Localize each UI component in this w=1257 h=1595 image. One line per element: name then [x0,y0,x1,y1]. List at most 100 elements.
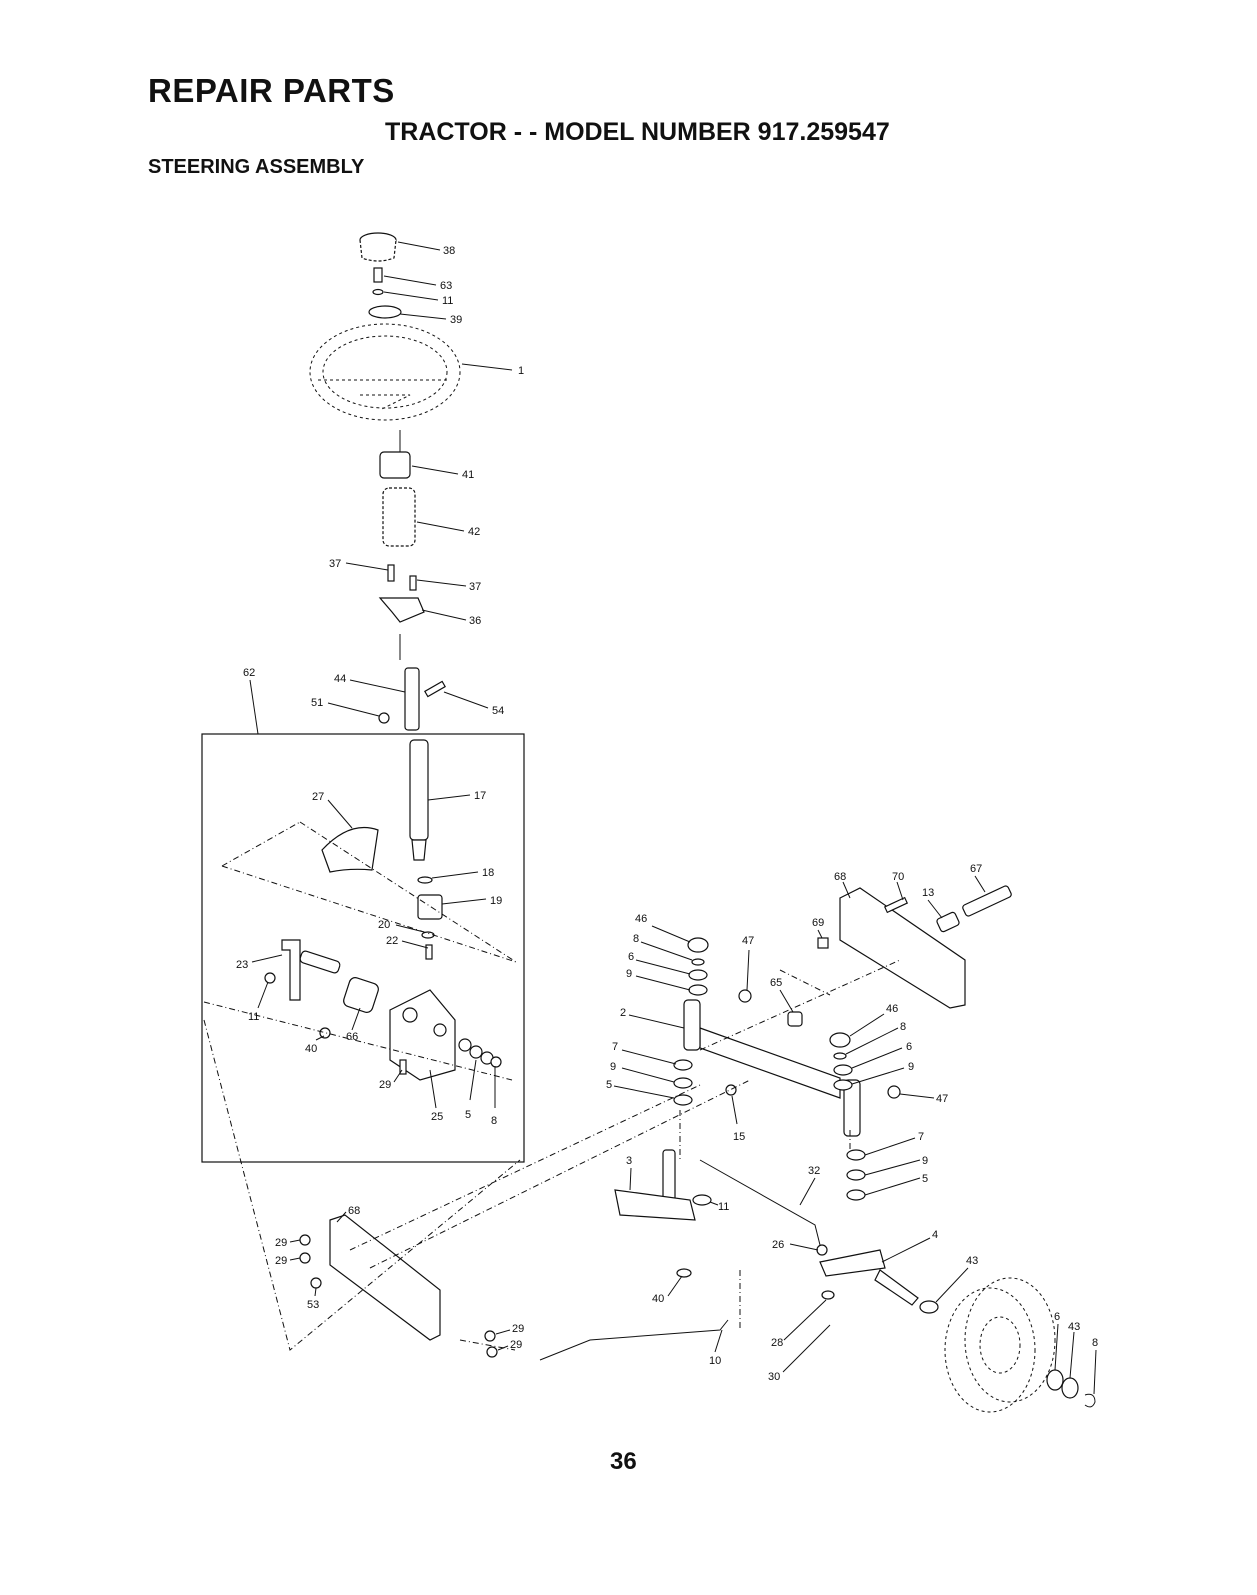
nut-47a [739,990,751,1002]
callout-3: 3 [626,1155,632,1167]
pin-69 [818,938,828,948]
nut-51 [379,713,389,723]
bolt-15 [726,1085,736,1095]
bolt-54 [425,681,445,696]
callout-43-wheel: 43 [1068,1321,1080,1333]
steering-shaft-17 [410,740,428,840]
callout-68-left: 68 [348,1205,360,1217]
bolt-70 [885,898,907,913]
bushing-66 [342,976,380,1014]
callout-9-right: 9 [908,1061,914,1073]
cap-46b [830,1033,850,1047]
callout-69: 69 [812,917,824,929]
washer-11 [373,290,383,295]
callout-29-box: 29 [379,1079,391,1091]
callout-40-box: 40 [305,1043,317,1055]
callout-10: 10 [709,1355,721,1367]
steering-cap [360,233,396,261]
screw-37b [410,576,416,590]
callout-63: 63 [440,280,452,292]
callout-7-right: 7 [918,1131,924,1143]
callout-2: 2 [620,1007,626,1019]
callout-9-left-b: 9 [610,1061,616,1073]
callout-28: 28 [771,1337,783,1349]
bracket-68 [840,888,965,1008]
bolt-63 [374,268,382,282]
callout-8-left: 8 [633,933,639,945]
callout-39: 39 [450,314,462,326]
callout-46-right: 46 [886,1003,898,1015]
callout-70: 70 [892,871,904,883]
callout-29-right-a: 29 [512,1323,524,1335]
pinion-19 [418,895,442,919]
callout-5-box: 5 [465,1109,471,1121]
nut-47b [888,1086,900,1098]
callout-11-right: 11 [718,1201,729,1213]
steering-wheel [310,324,460,420]
callout-6-left: 6 [628,951,634,963]
callout-66: 66 [346,1031,358,1043]
callout-32: 32 [808,1165,820,1177]
callout-22: 22 [386,935,398,947]
callout-8-right: 8 [900,1021,906,1033]
callout-68-right: 68 [834,871,846,883]
callout-29-left-b: 29 [275,1255,287,1267]
cap-46 [688,938,708,952]
callout-25: 25 [431,1111,443,1123]
callout-40-right: 40 [652,1293,664,1305]
callout-46-left: 46 [635,913,647,925]
callout-20: 20 [378,919,390,931]
bracket-68-left [330,1215,440,1340]
callout-8-box: 8 [491,1115,497,1127]
screw-37a [388,565,394,581]
bushing-36 [380,598,424,622]
callout-65: 65 [770,977,782,989]
callout-8-wheel: 8 [1092,1337,1098,1349]
callout-36: 36 [469,615,481,627]
callout-13: 13 [922,887,934,899]
callout-37-left: 37 [329,558,341,570]
callout-6-wheel: 6 [1054,1311,1060,1323]
callout-9-right-b: 9 [922,1155,928,1167]
callout-1: 1 [518,365,524,377]
callout-47-right: 47 [936,1093,948,1105]
callout-30: 30 [768,1371,780,1383]
callout-38: 38 [443,245,455,257]
callout-labels: 38 63 11 39 1 41 42 37 37 36 62 44 51 54… [236,242,1098,1394]
callout-4: 4 [932,1229,938,1241]
callout-15: 15 [733,1131,745,1143]
page-number: 36 [610,1448,637,1476]
callout-54: 54 [492,705,504,717]
callout-44: 44 [334,673,346,685]
callout-6-right: 6 [906,1041,912,1053]
front-axle [700,1028,840,1098]
callout-29-right-b: 29 [510,1339,522,1351]
callout-41: 41 [462,469,474,481]
bolt-67 [962,885,1012,917]
callout-26: 26 [772,1239,784,1251]
spindle-2 [684,1000,700,1050]
boot-42 [383,488,415,546]
callout-11-box: 11 [248,1011,259,1023]
callout-7-left: 7 [612,1041,618,1053]
steering-arm-4 [820,1250,885,1276]
callout-47-left: 47 [742,935,754,947]
adapter-41 [380,452,410,478]
bracket-23 [282,940,300,1000]
callout-27: 27 [312,791,324,803]
callout-5-left: 5 [606,1079,612,1091]
callout-5-right: 5 [922,1173,928,1185]
callout-11: 11 [442,295,453,307]
callout-29-left-a: 29 [275,1237,287,1249]
front-wheel [945,1278,1055,1412]
bushing-65 [788,1012,802,1026]
sector-gear-27 [322,828,378,873]
callout-67: 67 [970,863,982,875]
shaft-44 [405,668,419,730]
washer-39 [369,306,401,318]
callout-42: 42 [468,526,480,538]
callout-62: 62 [243,667,255,679]
callout-17: 17 [474,790,486,802]
callout-53: 53 [307,1299,319,1311]
callout-18: 18 [482,867,494,879]
